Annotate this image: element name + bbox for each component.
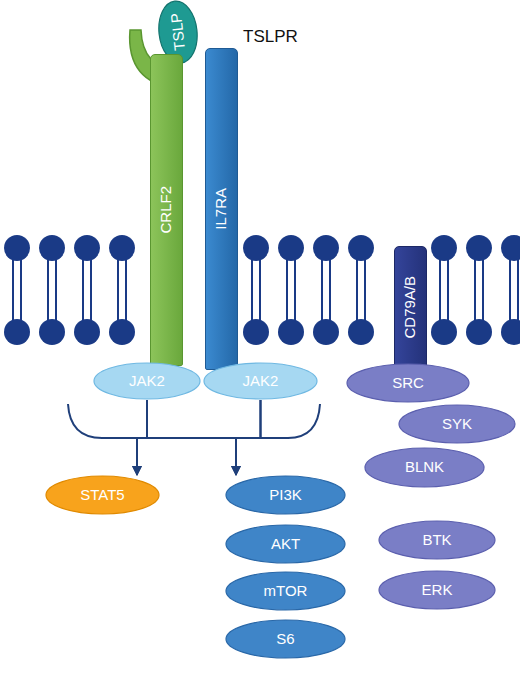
kinase-ellipse: AKT <box>225 524 346 564</box>
node-label: CD79A/B <box>402 276 419 339</box>
lipid-tail <box>474 286 476 322</box>
kinase-ellipse: JAK2 <box>93 362 201 400</box>
lipid-tail <box>55 286 57 322</box>
node-label: PI3K <box>269 487 302 504</box>
lipid-head <box>4 319 30 345</box>
node-label: BLNK <box>405 459 444 476</box>
node-label: IL7RA <box>213 188 230 230</box>
lipid-tail <box>329 286 331 322</box>
lipid-head <box>39 319 65 345</box>
lipid-tail <box>47 286 49 322</box>
lipid-tail <box>286 286 288 322</box>
transcription-factor-ellipse: STAT5 <box>45 475 160 515</box>
ellipse-fill <box>379 571 495 609</box>
kinase-ellipse: SYK <box>398 404 516 444</box>
ellipse-fill <box>226 525 345 563</box>
lipid-tail <box>509 286 511 322</box>
signal-arrow <box>236 400 261 475</box>
ellipse-fill <box>226 572 345 610</box>
lipid-tail <box>439 286 441 322</box>
adaptor-ellipse: BLNK <box>364 447 485 488</box>
kinase-ellipse: JAK2 <box>203 362 318 400</box>
ellipse-fill <box>94 363 200 399</box>
signal-arrow <box>137 400 261 475</box>
ellipse-fill <box>46 476 159 514</box>
lipid-head <box>501 235 520 261</box>
lipid-tail <box>482 286 484 322</box>
lipid-head <box>431 235 457 261</box>
ellipse-fill <box>347 364 469 402</box>
kinase-ellipse: SRC <box>346 363 470 403</box>
receptor-chain: CD79A/B <box>394 246 427 368</box>
ellipse-fill <box>379 521 495 559</box>
lipid-head <box>278 319 304 345</box>
node-label: JAK2 <box>243 373 279 390</box>
lipid-head <box>466 235 492 261</box>
node-label: SRC <box>392 375 424 392</box>
node-label: CRLF2 <box>158 186 175 234</box>
node-label: S6 <box>276 631 294 648</box>
lipid-tail <box>321 286 323 322</box>
lipid-head <box>313 319 339 345</box>
protein-ellipse: S6 <box>225 619 346 659</box>
ellipse-fill <box>365 448 484 487</box>
kinase-ellipse: mTOR <box>225 571 346 611</box>
lipid-head <box>74 319 100 345</box>
lipid-head <box>466 319 492 345</box>
lipid-head <box>348 235 374 261</box>
node-label: STAT5 <box>80 487 124 504</box>
lipid-head <box>109 235 135 261</box>
lipid-tail <box>82 286 84 322</box>
lipid-head <box>348 319 374 345</box>
lipid-head <box>4 235 30 261</box>
lipid-head <box>39 235 65 261</box>
lipid-head <box>501 319 520 345</box>
lipid-tail <box>259 286 261 322</box>
lipid-tail <box>294 286 296 322</box>
lipid-head <box>278 235 304 261</box>
kinase-ellipse: ERK <box>378 570 496 610</box>
lipid-head <box>431 319 457 345</box>
lipid-tail <box>12 286 14 322</box>
kinase-ellipse: PI3K <box>225 475 346 515</box>
node-label: mTOR <box>264 583 308 600</box>
lipid-tail <box>251 286 253 322</box>
node-label: ERK <box>422 582 453 599</box>
lipid-bilayer <box>4 235 520 345</box>
receptor-chain: IL7RA <box>205 48 238 370</box>
node-label: BTK <box>422 532 451 549</box>
lipid-head <box>313 235 339 261</box>
lipid-tail <box>364 286 366 322</box>
lipid-tail <box>125 286 127 322</box>
ellipse-fill <box>226 476 345 514</box>
lipid-head <box>74 235 100 261</box>
lipid-head <box>243 235 269 261</box>
ellipse-fill <box>204 363 317 399</box>
node-label: AKT <box>271 536 300 553</box>
signal-bracket <box>68 404 320 438</box>
lipid-tail <box>356 286 358 322</box>
ellipse-fill <box>226 620 345 658</box>
lipid-tail <box>117 286 119 322</box>
receptor-name: TSLPR <box>243 27 298 47</box>
node-label: TSLP <box>168 12 188 51</box>
node-label: JAK2 <box>129 373 165 390</box>
lipid-tail <box>447 286 449 322</box>
lipid-head <box>109 319 135 345</box>
lipid-tail <box>90 286 92 322</box>
node-label: SYK <box>442 416 472 433</box>
kinase-ellipse: BTK <box>378 520 496 560</box>
lipid-tail <box>20 286 22 322</box>
ellipse-fill <box>399 405 515 443</box>
lipid-head <box>243 319 269 345</box>
lipid-tail <box>517 286 519 322</box>
receptor-chain: CRLF2 <box>150 54 183 366</box>
